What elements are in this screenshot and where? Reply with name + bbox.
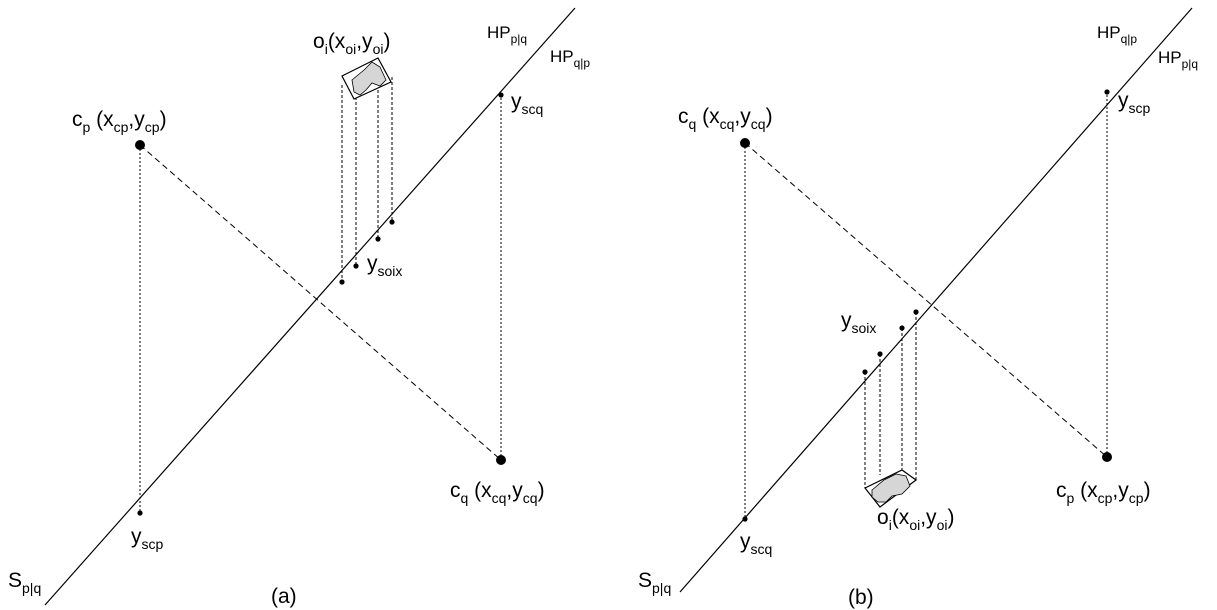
centroid-connector [744, 142, 1108, 458]
projection-point [353, 263, 359, 269]
projection-point [498, 92, 504, 98]
hp-label-top: HPq|p [1097, 23, 1137, 46]
line-label: Sp|q [638, 569, 671, 596]
centroid-point [1102, 452, 1112, 462]
panel-caption: (b) [848, 586, 874, 609]
centroid-label: cp (xcp,ycp) [72, 108, 167, 135]
projection-label: ysoix [367, 252, 402, 279]
hp-label-bottom: HPp|q [1158, 48, 1198, 71]
centroid-point [740, 138, 750, 148]
centroid-point [496, 455, 506, 465]
projection-label: yscq [511, 90, 543, 117]
projection-point [339, 279, 345, 285]
centroid-label: cq (xcq,ycq) [678, 105, 773, 132]
object-shape [864, 469, 918, 508]
line-label: Sp|q [8, 569, 41, 596]
separator-line [679, 7, 1193, 593]
projection-label: ysoix [841, 309, 876, 336]
projection-point [913, 309, 919, 315]
panel-b: Sp|q HPq|p HPp|q oi(xoi,yoi) cq (xcq,ycq… [638, 7, 1198, 609]
centroid-connector [139, 144, 502, 461]
object-label: oi(xoi,yoi) [313, 30, 390, 57]
projection-label: yscq [740, 530, 772, 557]
projection-point [742, 516, 748, 522]
centroid-label: cq (xcq,ycq) [450, 479, 545, 506]
projection-label: yscp [1118, 89, 1151, 116]
projection-point [375, 236, 381, 242]
object-label: oi(xoi,yoi) [877, 506, 954, 533]
hp-label-bottom: HPq|p [550, 47, 590, 70]
projection-point [899, 325, 905, 331]
panel-caption: (a) [271, 585, 297, 608]
panel-a: Sp|q HPp|q HPq|p oi(xoi,yoi) cp (xcp,ycp… [8, 7, 590, 608]
projection-point [137, 510, 143, 516]
hp-label-top: HPp|q [487, 23, 527, 46]
projection-point [389, 219, 395, 225]
projection-point [877, 351, 883, 357]
projection-point [862, 369, 868, 375]
object-shape [341, 57, 392, 100]
projection-label: yscp [131, 525, 164, 552]
centroid-label: cp (xcp,ycp) [1056, 479, 1151, 506]
projection-point [1104, 89, 1110, 95]
centroid-point [135, 140, 145, 150]
separator-line [44, 7, 576, 606]
